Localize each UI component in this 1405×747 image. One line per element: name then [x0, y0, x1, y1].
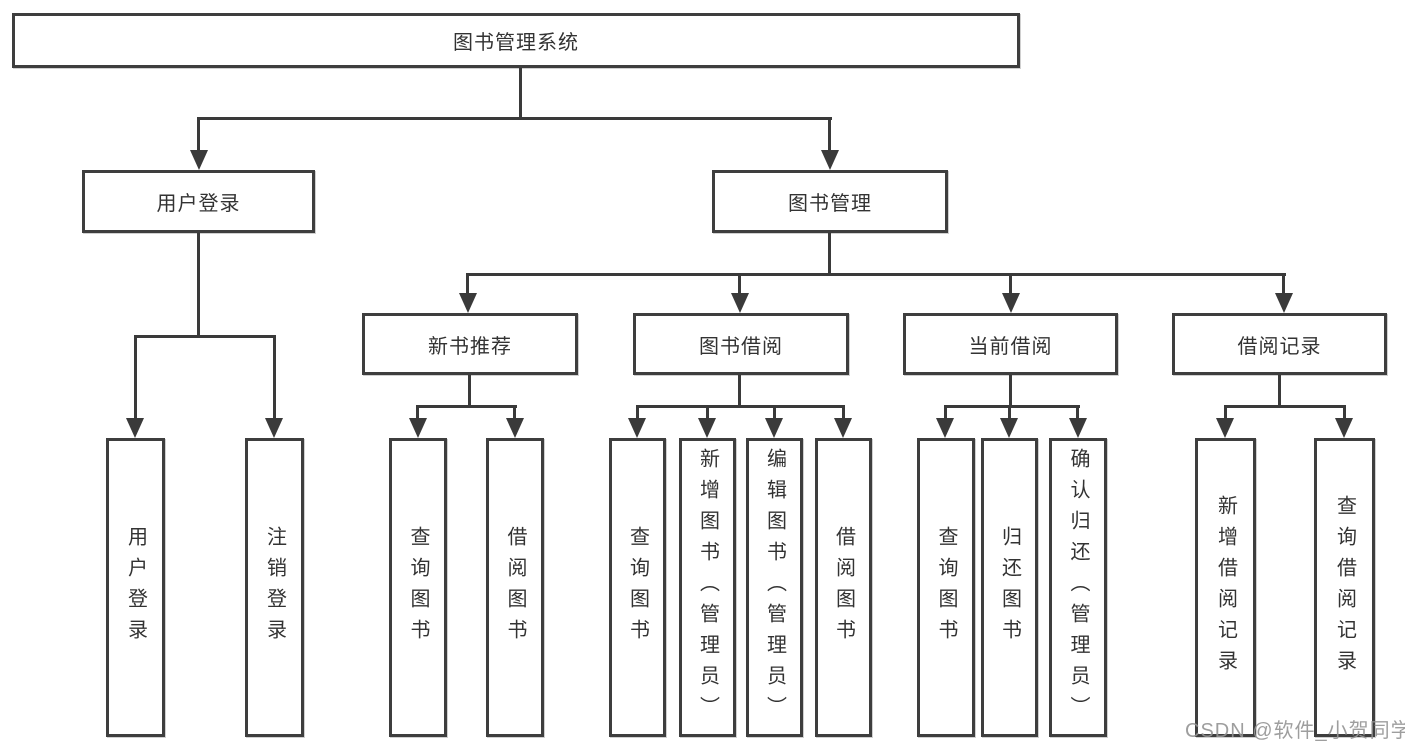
arrowhead-icon	[1000, 418, 1018, 438]
arrowhead-icon	[731, 293, 749, 313]
node-label: 图书借阅	[699, 335, 783, 358]
leaf-label: 查询图书	[935, 525, 957, 650]
leaf-label: 查询图书	[626, 525, 649, 650]
connector-drop	[636, 405, 639, 420]
leaf-query-books-current: 查询图书	[917, 438, 975, 737]
node-user-login: 用户登录	[82, 170, 315, 233]
node-book-borrowing: 图书借阅	[633, 313, 849, 375]
connector-drop	[706, 405, 709, 420]
arrowhead-icon	[1335, 418, 1353, 438]
connector-drop-borrowing-records	[1282, 273, 1285, 295]
leaf-user-login: 用户登录	[106, 438, 165, 737]
arrowhead-icon	[1275, 293, 1293, 313]
connector-drop	[1076, 405, 1079, 420]
connector-current-borrowing-branch	[944, 405, 1080, 408]
leaf-edit-books-admin: 编辑图书（管理员）	[746, 438, 803, 737]
node-new-book-recommendation: 新书推荐	[362, 313, 578, 375]
leaf-query-borrowing-record: 查询借阅记录	[1314, 438, 1375, 737]
leaf-query-books-borrowing: 查询图书	[609, 438, 666, 737]
connector-borrowing-records-branch	[1224, 405, 1346, 408]
arrowhead-icon	[1002, 293, 1020, 313]
connector-book-management-branch	[466, 273, 1286, 276]
connector-user-login-branch	[134, 335, 276, 338]
arrowhead-icon	[265, 418, 283, 438]
connector-drop	[1224, 405, 1227, 420]
connector-drop	[1008, 405, 1011, 420]
csdn-watermark: CSDN @软件_小贺同学	[1185, 720, 1405, 742]
arrowhead-icon	[936, 418, 954, 438]
connector-drop-new-book	[466, 273, 469, 295]
node-borrowing-records: 借阅记录	[1172, 313, 1387, 375]
arrowhead-icon	[459, 293, 477, 313]
arrowhead-icon	[126, 418, 144, 438]
leaf-borrow-books-recommend: 借阅图书	[486, 438, 544, 737]
connector-new-book-branch	[416, 405, 517, 408]
connector-book-borrowing-stem	[738, 375, 741, 407]
connector-drop	[944, 405, 947, 420]
leaf-add-books-admin: 新增图书（管理员）	[679, 438, 736, 737]
arrowhead-icon	[409, 418, 427, 438]
node-label: 借阅记录	[1237, 335, 1322, 358]
connector-borrowing-records-stem	[1278, 375, 1281, 407]
connector-new-book-stem	[468, 375, 471, 407]
connector-drop-book-management	[828, 117, 831, 150]
arrowhead-icon	[1216, 418, 1234, 438]
node-label: 新书推荐	[428, 335, 512, 358]
connector-root-branch	[197, 117, 832, 120]
connector-root-stem	[519, 68, 522, 117]
connector-user-login-stem	[197, 233, 200, 337]
leaf-label: 查询借阅记录	[1333, 494, 1356, 681]
connector-drop	[842, 405, 845, 420]
leaf-return-books: 归还图书	[981, 438, 1038, 737]
leaf-label: 用户登录	[124, 525, 147, 650]
arrowhead-icon	[821, 150, 839, 170]
arrowhead-icon	[1069, 418, 1087, 438]
leaf-query-books-recommend: 查询图书	[389, 438, 447, 737]
connector-drop	[773, 405, 776, 420]
node-label: 当前借阅	[968, 335, 1053, 358]
connector-drop	[416, 405, 419, 420]
connector-drop-book-borrowing	[738, 273, 741, 295]
node-label: 图书管理	[788, 193, 872, 215]
arrowhead-icon	[834, 418, 852, 438]
leaf-add-borrowing-record: 新增借阅记录	[1195, 438, 1256, 737]
leaf-label: 借阅图书	[832, 525, 855, 650]
connector-drop-user-login	[197, 117, 200, 150]
leaf-label: 确认归还（管理员）	[1067, 448, 1089, 727]
leaf-label: 新增图书（管理员）	[696, 448, 719, 727]
leaf-label: 新增借阅记录	[1214, 494, 1237, 681]
node-label: 图书管理系统	[453, 32, 579, 54]
connector-drop-current-borrowing	[1009, 273, 1012, 295]
connector-book-borrowing-branch	[636, 405, 845, 408]
connector-drop-leaf-logout	[273, 335, 276, 418]
node-current-borrowing: 当前借阅	[903, 313, 1118, 375]
leaf-label: 注销登录	[263, 525, 286, 650]
leaf-label: 借阅图书	[504, 525, 526, 650]
leaf-borrow-books-borrowing: 借阅图书	[815, 438, 872, 737]
connector-drop	[513, 405, 516, 420]
arrowhead-icon	[190, 150, 208, 170]
arrowhead-icon	[628, 418, 646, 438]
connector-book-management-stem	[828, 233, 831, 275]
node-library-management-system: 图书管理系统	[12, 13, 1020, 68]
connector-current-borrowing-stem	[1009, 375, 1012, 407]
connector-drop	[1343, 405, 1346, 420]
node-book-management: 图书管理	[712, 170, 948, 233]
leaf-label: 编辑图书（管理员）	[763, 448, 786, 727]
leaf-label: 查询图书	[407, 525, 429, 650]
arrowhead-icon	[765, 418, 783, 438]
arrowhead-icon	[698, 418, 716, 438]
leaf-logout: 注销登录	[245, 438, 304, 737]
node-label: 用户登录	[156, 193, 241, 215]
arrowhead-icon	[506, 418, 524, 438]
leaf-label: 归还图书	[998, 525, 1021, 650]
leaf-confirm-return-admin: 确认归还（管理员）	[1049, 438, 1107, 737]
connector-drop-leaf-user-login	[134, 335, 137, 418]
